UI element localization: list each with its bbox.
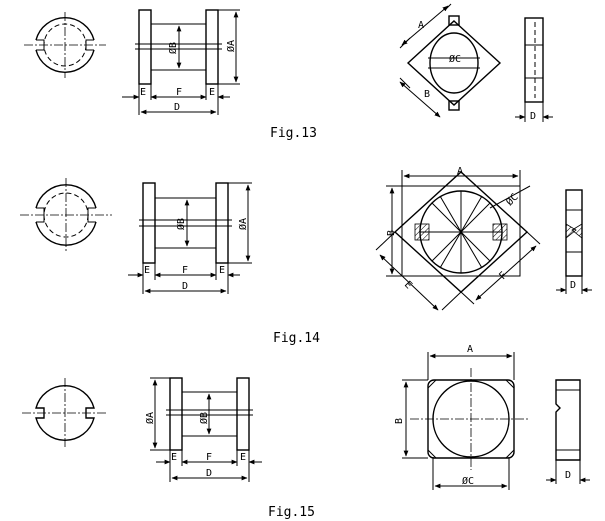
fig13-group: ØB ØA E F E D A B ØC [24, 3, 553, 141]
fig15-group: ØA ØB E F E D A B ØC [22, 344, 590, 520]
fig14-label-a: A [457, 166, 463, 177]
fig13-label-e-right: E [209, 87, 215, 98]
fig13-label-a: A [418, 20, 424, 31]
fig14-diamond-view [375, 170, 541, 311]
fig14-label-dc: ØC [504, 191, 521, 208]
fig13-label-d-profile: D [530, 111, 536, 122]
fig13-label-d: D [174, 102, 180, 113]
fig15-label-e-left: E [171, 452, 177, 463]
fig15-caption: Fig.15 [268, 505, 315, 520]
fig14-label-da: ØA [237, 218, 249, 230]
fig14-caption: Fig.14 [273, 331, 320, 346]
fig15-label-d-profile: D [565, 470, 571, 481]
fig14-label-e: E [402, 279, 414, 291]
fig14-label-e-right: E [219, 265, 225, 276]
fig15-label-a: A [467, 344, 473, 355]
fig13-side-profile [515, 17, 553, 122]
fig15-label-f: F [206, 452, 212, 463]
fig13-label-b: B [424, 89, 430, 100]
fig15-square-view [402, 352, 530, 490]
fig15-label-e-right: E [240, 452, 246, 463]
fig14-label-d-profile: D [570, 280, 576, 291]
fig15-label-db: ØB [198, 412, 210, 424]
fig15-top-view [22, 378, 108, 448]
fig14-label-f: F [182, 265, 188, 276]
fig13-label-db: ØB [167, 42, 179, 54]
fig13-side-view [122, 9, 240, 115]
fig14-label-b: B [386, 230, 397, 236]
fig14-label-e-left: E [144, 265, 150, 276]
fig13-label-da: ØA [225, 40, 237, 52]
fig15-label-b: B [394, 418, 405, 424]
fig15-label-dc: ØC [462, 475, 474, 487]
fig15-label-d: D [206, 468, 212, 479]
fig14-label-d: D [182, 281, 188, 292]
fig14-top-view [20, 178, 112, 252]
fig13-label-dc: ØC [449, 53, 461, 65]
fig13-label-e-left: E [140, 87, 146, 98]
fig13-label-f: F [176, 87, 182, 98]
fig13-caption: Fig.13 [270, 126, 317, 141]
fig15-side-profile [546, 379, 590, 484]
fig13-top-view [24, 12, 106, 78]
fig14-label-db: ØB [175, 218, 187, 230]
fig15-label-da: ØA [144, 412, 156, 424]
fig14-side-view [128, 182, 252, 294]
fig15-side-view [150, 377, 262, 482]
fig14-group: ØB ØA E F E D [20, 166, 592, 346]
fig13-diamond-view [399, 3, 502, 118]
fig14-side-profile [556, 189, 592, 294]
